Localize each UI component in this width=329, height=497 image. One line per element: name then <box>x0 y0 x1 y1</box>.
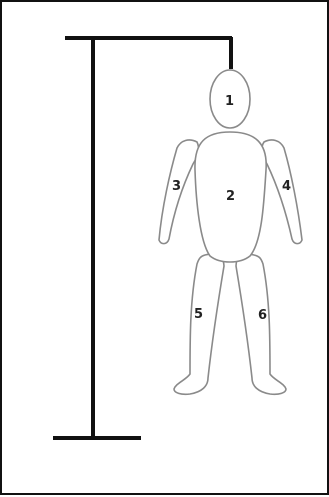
left-arm-label: 4 <box>282 179 291 194</box>
left-leg <box>236 254 286 394</box>
hanged-figure <box>159 70 302 394</box>
right-leg-label: 5 <box>194 307 203 322</box>
right-arm-label: 3 <box>172 179 181 194</box>
torso-label: 2 <box>226 189 235 204</box>
right-leg <box>174 254 224 394</box>
head-label: 1 <box>225 94 234 109</box>
left-leg-label: 6 <box>258 308 267 323</box>
